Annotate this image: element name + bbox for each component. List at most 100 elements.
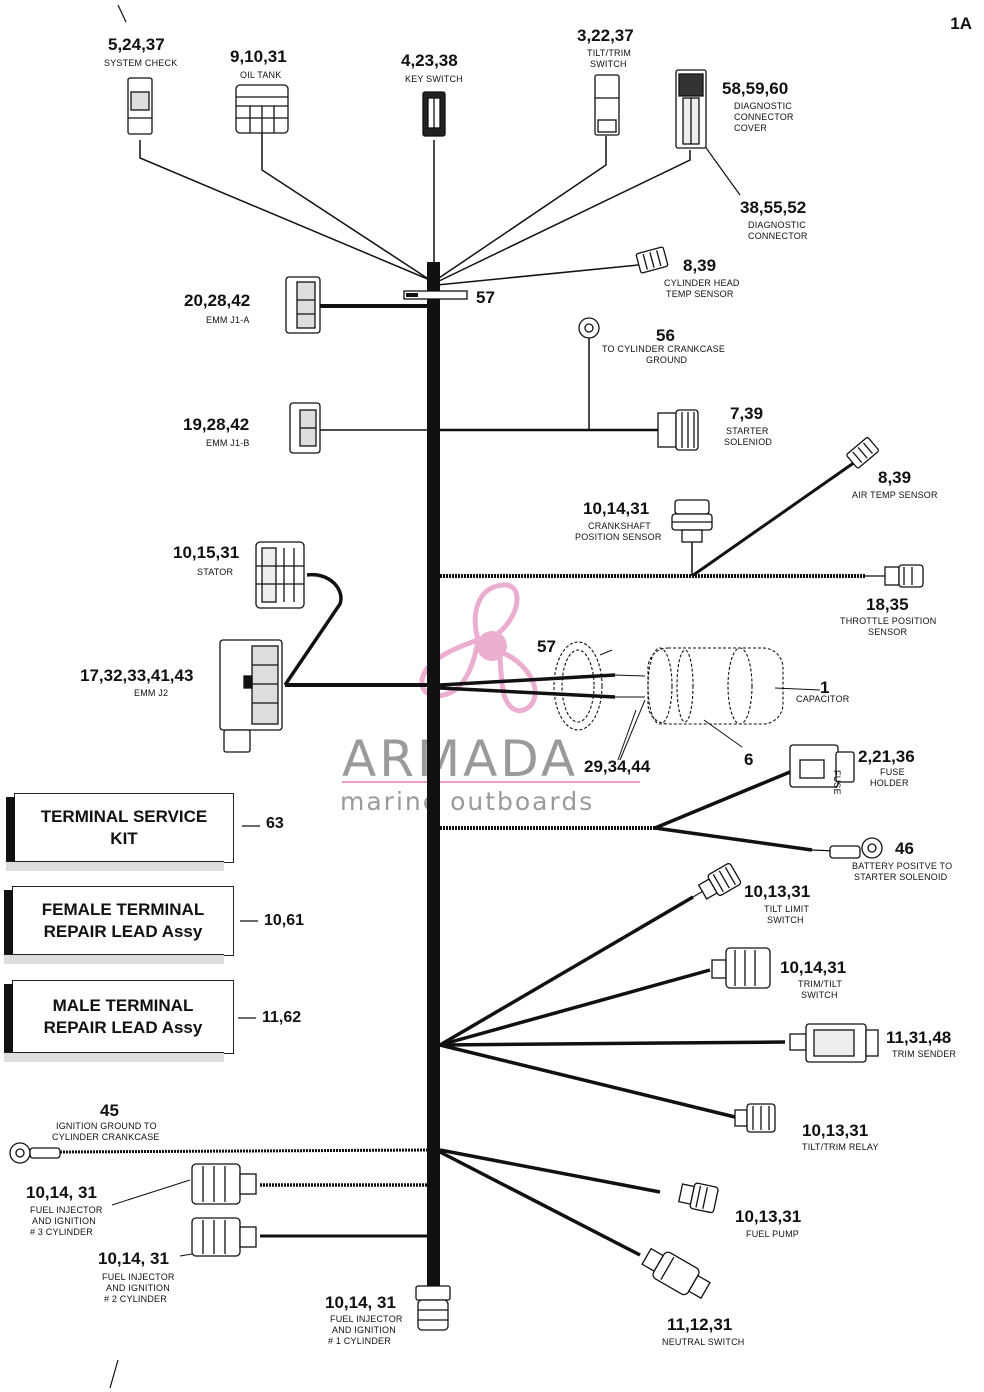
callout-fuel-inj-1-number: 10,14, 31 (325, 1293, 396, 1312)
callout-stator-number: 10,15,31 (173, 543, 239, 562)
callout-tilt-trim-switch-number: 3,22,37 (577, 26, 634, 45)
callout-cyl-head-temp-label2: TEMP SENSOR (666, 289, 734, 299)
callout-tilt-trim-relay-label: TILT/TRIM RELAY (802, 1142, 879, 1152)
stator-connector-icon (255, 541, 305, 609)
callout-battery-label2: STARTER SOLENOID (854, 872, 948, 882)
emm-j1a-connector-icon (285, 276, 321, 334)
kit-title: FEMALE TERMINAL REPAIR LEAD Assy (41, 900, 205, 941)
kit-ref: 63 (266, 815, 284, 832)
callout-crankshaft-label1: CRANKSHAFT (588, 521, 651, 531)
fuse-holder-icon (789, 744, 855, 788)
callout-fuel-inj-1-label3: # 1 CYLINDER (328, 1336, 391, 1346)
callout-neutral-switch-label: NEUTRAL SWITCH (662, 1337, 744, 1347)
callout-emm-j2-number: 17,32,33,41,43 (80, 666, 193, 685)
callout-fuse-holder-label1: FUSE (880, 767, 905, 777)
callout-starter-solenoid-label1: STARTER (726, 426, 769, 436)
callout-cap-bracket-number: 6 (744, 750, 753, 769)
callout-fuel-inj-3-label2: AND IGNITION (32, 1216, 96, 1226)
callout-emm-j1a-number: 20,28,42 (184, 291, 250, 310)
kit-ref: 11,62 (262, 1009, 302, 1026)
tilt-trim-relay-connector-icon (734, 1103, 776, 1133)
callout-air-temp-number: 8,39 (878, 468, 911, 487)
callout-fuel-pump-number: 10,13,31 (735, 1207, 801, 1226)
callout-cap-leads-number: 29,34,44 (584, 757, 651, 776)
fuse-text: FUSE (832, 770, 842, 795)
callout-ign-ground-label1: IGNITION GROUND TO (56, 1121, 157, 1131)
main-harness-trunk (427, 262, 440, 1290)
callout-oil-tank-label: OIL TANK (240, 70, 281, 80)
callout-throttle-label2: SENSOR (868, 627, 908, 637)
crankcase-ground-ring-icon (578, 317, 600, 339)
callout-trim-tilt-switch-label1: TRIM/TILT (798, 979, 842, 989)
callout-battery-number: 46 (895, 839, 914, 858)
watermark: ARMADA marine outboards (340, 582, 640, 816)
callout-oil-tank-number: 9,10,31 (230, 47, 287, 66)
callout-fuel-inj-2-label2: AND IGNITION (106, 1283, 170, 1293)
callout-diag-connector-label2: CONNECTOR (748, 231, 808, 241)
callout-fuel-inj-3-label1: FUEL INJECTOR (30, 1205, 103, 1215)
callout-fuel-inj-2-label1: FUEL INJECTOR (102, 1272, 175, 1282)
callout-tilt-trim-switch-label2: SWITCH (590, 59, 627, 69)
callout-crankcase-ground-number: 56 (656, 326, 675, 345)
callout-cyl-head-temp-number: 8,39 (683, 256, 716, 275)
callout-tilt-limit-number: 10,13,31 (744, 882, 810, 901)
kit-title: MALE TERMINAL REPAIR LEAD Assy (43, 996, 203, 1037)
callout-ign-ground-number: 45 (100, 1101, 119, 1120)
callout-crankshaft-number: 10,14,31 (583, 499, 649, 518)
callout-diag-cover-label1: DIAGNOSTIC (734, 101, 792, 111)
watermark-tagline: marine outboards (340, 787, 594, 816)
callout-cyl-head-temp-label1: CYLINDER HEAD (664, 278, 740, 288)
callout-fuel-inj-3-label3: # 3 CYLINDER (30, 1227, 93, 1237)
callout-tilt-limit-label2: SWITCH (767, 915, 804, 925)
ignition-ground-ring-icon (9, 1142, 61, 1164)
tilt-trim-switch-connector-icon (594, 74, 620, 136)
callout-diag-connector-label1: DIAGNOSTIC (748, 220, 806, 230)
callout-system-check-number: 5,24,37 (108, 35, 165, 54)
fuel-injector-3-connector-icon (191, 1163, 257, 1205)
callout-trim-tilt-switch-label2: SWITCH (801, 990, 838, 1000)
starter-solenoid-connector-icon (657, 409, 699, 451)
trim-tilt-switch-icon (711, 947, 771, 989)
male-terminal-repair-lead-box: MALE TERMINAL REPAIR LEAD Assy (4, 980, 234, 1062)
callout-throttle-label1: THROTTLE POSITION (840, 616, 936, 626)
callout-fuel-inj-2-number: 10,14, 31 (98, 1249, 169, 1268)
tilt-limit-switch-icon (697, 863, 742, 900)
kit-leaders (238, 825, 260, 1019)
callout-trim-sender-number: 11,31,48 (886, 1028, 951, 1047)
callout-battery-label1: BATTERY POSITVE TO (852, 861, 952, 871)
callout-key-switch-number: 4,23,38 (401, 51, 458, 70)
callout-tilt-trim-relay-number: 10,13,31 (802, 1121, 868, 1140)
callout-air-temp-label: AIR TEMP SENSOR (852, 490, 938, 500)
callout-fuel-pump-label: FUEL PUMP (746, 1229, 799, 1239)
harness-clip-top (403, 290, 468, 300)
callout-fuse-holder-number: 2,21,36 (858, 747, 915, 766)
callout-fuel-inj-1-label1: FUEL INJECTOR (330, 1314, 403, 1324)
crankshaft-sensor-icon (671, 499, 713, 543)
callout-fuel-inj-3-number: 10,14, 31 (26, 1183, 97, 1202)
throttle-position-sensor-icon (884, 564, 924, 588)
air-temp-sensor-icon (846, 437, 879, 469)
callout-capacitor-number: 1 (820, 678, 829, 697)
key-switch-connector-icon (422, 91, 446, 137)
emm-j1b-connector-icon (289, 402, 321, 454)
callout-fuse-holder-label2: HOLDER (870, 778, 909, 788)
callout-key-switch-label: KEY SWITCH (405, 74, 463, 84)
callout-clip-top-number: 57 (476, 288, 495, 307)
callout-diag-connector-number: 38,55,52 (740, 198, 806, 217)
callout-ign-ground-label2: CYLINDER CRANKCASE (52, 1132, 160, 1142)
battery-ring-terminal-icon (829, 837, 883, 859)
callout-trim-sender-label: TRIM SENDER (892, 1049, 957, 1059)
callout-throttle-number: 18,35 (866, 595, 909, 614)
fuel-injector-1-connector-icon (415, 1285, 451, 1331)
callout-fuel-inj-2-label3: # 2 CYLINDER (104, 1294, 167, 1304)
watermark-brand: ARMADA (342, 730, 578, 788)
callout-tilt-trim-switch-label1: TILT/TRIM (587, 48, 631, 58)
fuel-pump-connector-icon (678, 1182, 719, 1214)
diagnostic-connector-icon (675, 69, 707, 149)
emm-j2-connector-icon (219, 639, 283, 753)
capacitor-icon (553, 641, 784, 731)
callouts: 5,24,37 SYSTEM CHECK 9,10,31 OIL TANK 4,… (26, 26, 957, 1347)
callout-clip-mid-number: 57 (537, 637, 556, 656)
callout-starter-solenoid-number: 7,39 (730, 404, 763, 423)
